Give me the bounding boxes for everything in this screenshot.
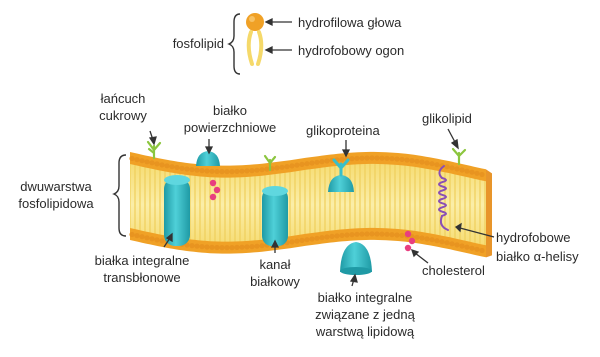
monolayer-protein — [340, 242, 372, 275]
bilayer-label-line2: fosfolipidowa — [0, 195, 112, 212]
channel-label: kanał białkowy — [235, 256, 315, 290]
channel-label-line1: kanał — [235, 256, 315, 273]
sugar-chain-label-line1: łańcuch — [86, 90, 160, 107]
sugar-chain-label: łańcuch cukrowy — [86, 90, 160, 124]
monolayer-protein-label: białko integralne związane z jedną warst… — [300, 289, 430, 340]
channel-label-line2: białkowy — [235, 273, 315, 290]
channel-protein — [262, 186, 288, 246]
surface-protein-label: białko powierzchniowe — [170, 102, 290, 136]
bilayer-label: dwuwarstwa fosfolipidowa — [0, 178, 112, 212]
hydrophilic-head-label: hydrofilowa głowa — [298, 14, 401, 31]
monolayer-protein-label-line3: warstwą lipidową — [300, 323, 430, 340]
glycolipid-label: glikolipid — [422, 110, 472, 127]
membrane-right-face — [486, 169, 492, 257]
phospholipid-title: fosfolipid — [150, 35, 224, 52]
surface-protein-label-line2: powierzchniowe — [170, 119, 290, 136]
sugar-chain-label-line2: cukrowy — [86, 107, 160, 124]
glycoprotein-label: glikoproteina — [306, 122, 380, 139]
phospholipid-icon — [246, 13, 264, 64]
surface-protein — [196, 151, 220, 166]
transmembrane-label-line1: białka integralne — [82, 252, 202, 269]
bilayer-label-line1: dwuwarstwa — [0, 178, 112, 195]
hydrophobic-tail-label: hydrofobowy ogon — [298, 42, 404, 59]
helix-label-line1: hydrofobowe — [496, 228, 579, 247]
transmembrane-label-line2: transbłonowe — [82, 269, 202, 286]
monolayer-protein-label-line1: białko integralne — [300, 289, 430, 306]
transmembrane-protein-left — [164, 175, 190, 246]
bilayer-brace — [114, 155, 126, 236]
helix-label-line2: białko α-helisy — [496, 247, 579, 266]
surface-protein-label-line1: białko — [170, 102, 290, 119]
cholesterol-label: cholesterol — [422, 262, 485, 279]
helix-label: hydrofobowe białko α-helisy — [496, 228, 579, 266]
transmembrane-label: białka integralne transbłonowe — [82, 252, 202, 286]
monolayer-protein-label-line2: związane z jedną — [300, 306, 430, 323]
legend-brace — [229, 14, 240, 74]
